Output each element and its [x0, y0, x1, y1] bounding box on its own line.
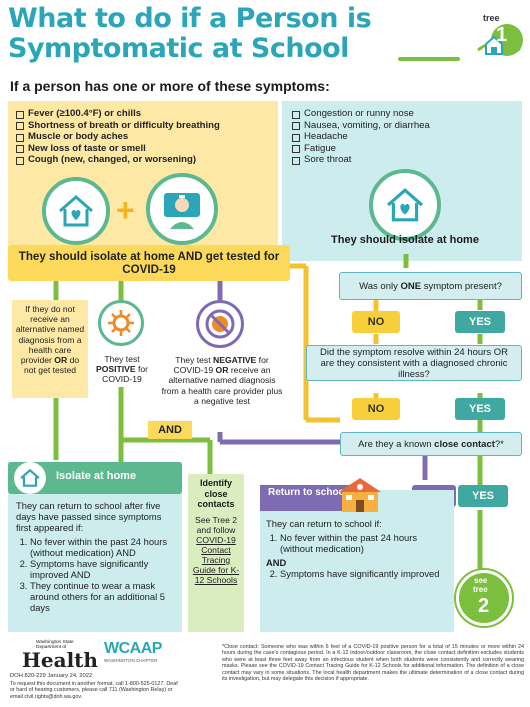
- close-contacts-card: [188, 474, 244, 632]
- question-text: Was only: [359, 280, 401, 292]
- close-contacts-body: See Tree 2 and follow COVID-19 Contact T…: [190, 515, 242, 585]
- branch-text: If they do not receive an alternative na…: [15, 304, 85, 366]
- question-text: symptom present?: [421, 280, 502, 292]
- question-emphasis: ONE: [400, 280, 422, 292]
- question-text: ?*: [494, 438, 504, 450]
- return-card-title: Return to school: [268, 487, 348, 498]
- isolate-card-intro: They can return to school after five day…: [16, 500, 162, 533]
- plus-icon: +: [116, 192, 135, 228]
- symptom-item: Nausea, vomiting, or diarrhea: [292, 120, 512, 132]
- home-icon: [42, 177, 110, 245]
- tree-2-label: tree: [473, 585, 488, 594]
- isolate-and-test-banner: They should isolate at home AND get test…: [8, 245, 290, 281]
- tree-1-badge-icon: [477, 24, 523, 56]
- title-underline: [398, 57, 460, 61]
- branch-emphasis: NEGATIVE: [213, 355, 257, 365]
- virus-positive-icon: [98, 300, 144, 346]
- close-contacts-text: See Tree 2 and follow: [194, 515, 238, 535]
- tree-1-label: tree: [483, 13, 500, 23]
- virus-negative-icon: [196, 300, 244, 348]
- intro-heading: If a person has one or more of these sym…: [10, 78, 330, 94]
- doh-logo-big: Health: [22, 648, 98, 672]
- see-label: see: [474, 576, 488, 585]
- return-card-intro: They can return to school if:: [266, 518, 382, 529]
- return-and-label: AND: [266, 557, 287, 568]
- branch-text: receive an alternative named diagnosis f…: [161, 365, 283, 406]
- yes-label: YES: [458, 485, 508, 507]
- doh-logo-small: Washington State Department of: [36, 640, 74, 650]
- close-contact-footnote: *Close contact: Someone who was within 6…: [222, 644, 524, 683]
- severe-symptoms-list: Fever (≥100.4°F) or chills Shortness of …: [16, 108, 271, 166]
- doh-logo: Washington State Department of Health: [10, 640, 100, 670]
- return-condition: Symptoms have significantly improved: [280, 568, 446, 579]
- branch-text: for COVID-19: [102, 364, 149, 385]
- wcaap-logo: WCAAP WASHINGTON CHAPTER: [104, 640, 174, 663]
- page-title: What to do if a Person is Symptomatic at…: [8, 3, 372, 64]
- home-icon: [14, 462, 46, 494]
- symptom-item: Fever (≥100.4°F) or chills: [16, 108, 271, 120]
- isolate-card-body: They can return to school after five day…: [16, 500, 176, 613]
- contact-tracing-guide-link[interactable]: COVID-19 Contact Tracing Guide for K-12 …: [192, 535, 240, 585]
- return-card-body: They can return to school if: No fever w…: [266, 518, 446, 579]
- return-condition: No fever within the past 24 hours (witho…: [280, 532, 446, 554]
- branch-text: do not get tested: [23, 355, 80, 376]
- yes-label: YES: [455, 311, 505, 333]
- question-emphasis: close contact: [434, 438, 495, 450]
- no-diagnosis-text: If they do not receive an alternative na…: [14, 304, 86, 375]
- symptom-item: Headache: [292, 131, 512, 143]
- no-label: NO: [352, 398, 400, 420]
- branch-text: for COVID-19: [173, 355, 269, 376]
- symptom-item: Congestion or runny nose: [292, 108, 512, 120]
- doc-id: DOH 820-229 January 24, 2022: [10, 673, 93, 679]
- symptom-item: Sore throat: [292, 154, 512, 166]
- symptom-item: Muscle or body aches: [16, 131, 271, 143]
- question-resolve: Did the symptom resolve within 24 hours …: [306, 345, 522, 381]
- tree-2-badge-icon[interactable]: [456, 570, 512, 626]
- and-label: AND: [148, 421, 192, 439]
- negative-text: They test NEGATIVE for COVID-19 OR recei…: [160, 355, 284, 406]
- positive-text: They test POSITIVE for COVID-19: [92, 354, 152, 385]
- wcaap-logo-text: WCAAP: [104, 640, 162, 657]
- no-diagnosis-panel: [12, 300, 88, 398]
- isolate-card-title: Isolate at home: [56, 470, 137, 482]
- tree-2-number: 2: [478, 595, 490, 617]
- symptom-item: Shortness of breath or difficulty breath…: [16, 120, 271, 132]
- branch-text: They test: [104, 354, 140, 364]
- tree-1-number: 1: [496, 24, 508, 46]
- isolate-condition: No fever within the past 24 hours (witho…: [30, 536, 176, 558]
- symptom-item: New loss of taste or smell: [16, 143, 271, 155]
- question-one-symptom: Was only ONE symptom present?: [339, 272, 522, 300]
- return-card: [260, 490, 454, 632]
- wcaap-logo-sub: WASHINGTON CHAPTER: [104, 658, 158, 663]
- symptom-item: Cough (new, changed, or worsening): [16, 154, 271, 166]
- isolate-condition: Symptoms have significantly improved AND: [30, 558, 176, 580]
- yes-label: YES: [455, 398, 505, 420]
- isolate-condition: They continue to wear a mask around othe…: [30, 580, 176, 613]
- question-close-contact: Are they a known close contact?*: [340, 432, 522, 456]
- home-icon: [369, 169, 441, 241]
- branch-text: They test: [175, 355, 213, 365]
- doctor-icon: [146, 173, 218, 245]
- no-label: NO: [352, 311, 400, 333]
- mild-symptoms-list: Congestion or runny nose Nausea, vomitin…: [292, 108, 512, 166]
- branch-emphasis: OR: [215, 365, 229, 376]
- accessibility-notice: To request this document in another form…: [10, 681, 178, 700]
- branch-emphasis: POSITIVE: [95, 364, 136, 375]
- close-contacts-title: Identify close contacts: [197, 478, 235, 509]
- branch-emphasis: OR: [54, 355, 68, 366]
- symptom-item: Fatigue: [292, 143, 512, 155]
- question-text: Are they a known: [358, 438, 435, 450]
- isolate-home-banner: They should isolate at home: [331, 234, 479, 246]
- school-building-icon: [339, 478, 381, 512]
